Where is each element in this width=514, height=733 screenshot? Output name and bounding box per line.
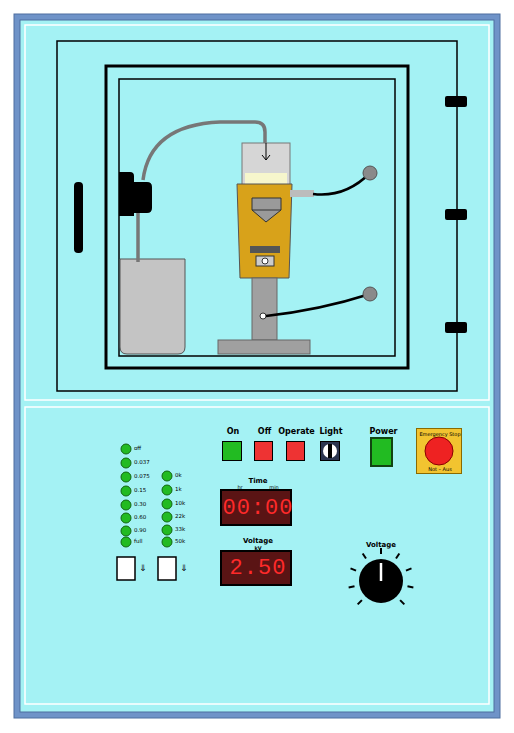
on-button: On xyxy=(222,441,242,461)
led-label: off xyxy=(134,446,141,452)
display-digits: 2.50 xyxy=(230,558,287,580)
led-label: 0.90 xyxy=(134,528,146,534)
led-label: 0.037 xyxy=(134,460,150,466)
led xyxy=(121,444,172,547)
upper-panel xyxy=(25,25,489,400)
display-digits: 00:00 xyxy=(222,498,293,520)
control-label: Voltage xyxy=(243,538,273,545)
led-label: 10k xyxy=(175,501,185,507)
led-label: 50k xyxy=(175,539,185,545)
control-label: Emergency Stop xyxy=(419,432,460,437)
voltage-display: VoltagekV2.50 xyxy=(220,550,292,586)
arrow-symbol: ⇓ xyxy=(139,564,147,573)
led-label: 0.30 xyxy=(134,502,146,508)
control-label: kV xyxy=(254,546,261,551)
led-label: 0.15 xyxy=(134,488,146,494)
operate-button: Operate xyxy=(286,441,305,461)
outer-frame xyxy=(14,14,500,718)
pump xyxy=(119,172,152,216)
led-label: full xyxy=(134,539,142,545)
control-label: min xyxy=(269,485,278,490)
cable xyxy=(313,173,370,195)
knob-scale xyxy=(349,548,414,604)
arrow-symbol: ⇓ xyxy=(180,564,188,573)
control-label: Time xyxy=(248,478,267,485)
sample-holder xyxy=(237,184,292,278)
control-panel xyxy=(25,407,489,704)
feedthrough xyxy=(363,287,377,301)
control-label: Off xyxy=(258,428,271,436)
control-label: Voltage xyxy=(366,542,396,549)
hinge xyxy=(445,96,467,107)
stand xyxy=(252,278,277,340)
control-label: Operate xyxy=(278,428,315,436)
time-display: Timehrmin00:00 xyxy=(220,489,292,526)
feedthrough xyxy=(363,166,377,180)
off-button: Off xyxy=(254,441,273,461)
light-switch-graphic xyxy=(320,441,340,461)
control-label: hr xyxy=(237,485,242,490)
hinge xyxy=(445,209,467,220)
door-handle xyxy=(74,182,83,253)
door xyxy=(57,41,457,391)
cable xyxy=(266,294,370,316)
led-label: 0.60 xyxy=(134,515,146,521)
led-label: 33k xyxy=(175,527,185,533)
light-switch: Light xyxy=(320,441,340,461)
voltage-knob: Voltage xyxy=(359,559,403,603)
control-label: On xyxy=(227,428,240,436)
stand-base xyxy=(218,340,310,354)
select-button xyxy=(158,557,176,580)
led-label: 1k xyxy=(175,487,182,493)
control-label: Not – Aus xyxy=(428,467,452,472)
voltage-knob-graphic xyxy=(359,559,403,603)
led-label: 22k xyxy=(175,514,185,520)
chamber-window xyxy=(106,66,408,368)
led-label: 0.075 xyxy=(134,474,150,480)
glass-cylinder xyxy=(242,143,290,185)
beaker xyxy=(120,259,185,354)
emergency-stop: Emergency StopNot – Aus xyxy=(416,428,462,474)
control-label: Power xyxy=(369,428,397,436)
power-button: Power xyxy=(370,437,393,467)
hinge xyxy=(445,322,467,333)
led-label: 0k xyxy=(175,473,182,479)
control-label: Light xyxy=(319,428,342,436)
select-button xyxy=(117,557,135,580)
hose xyxy=(136,208,140,262)
